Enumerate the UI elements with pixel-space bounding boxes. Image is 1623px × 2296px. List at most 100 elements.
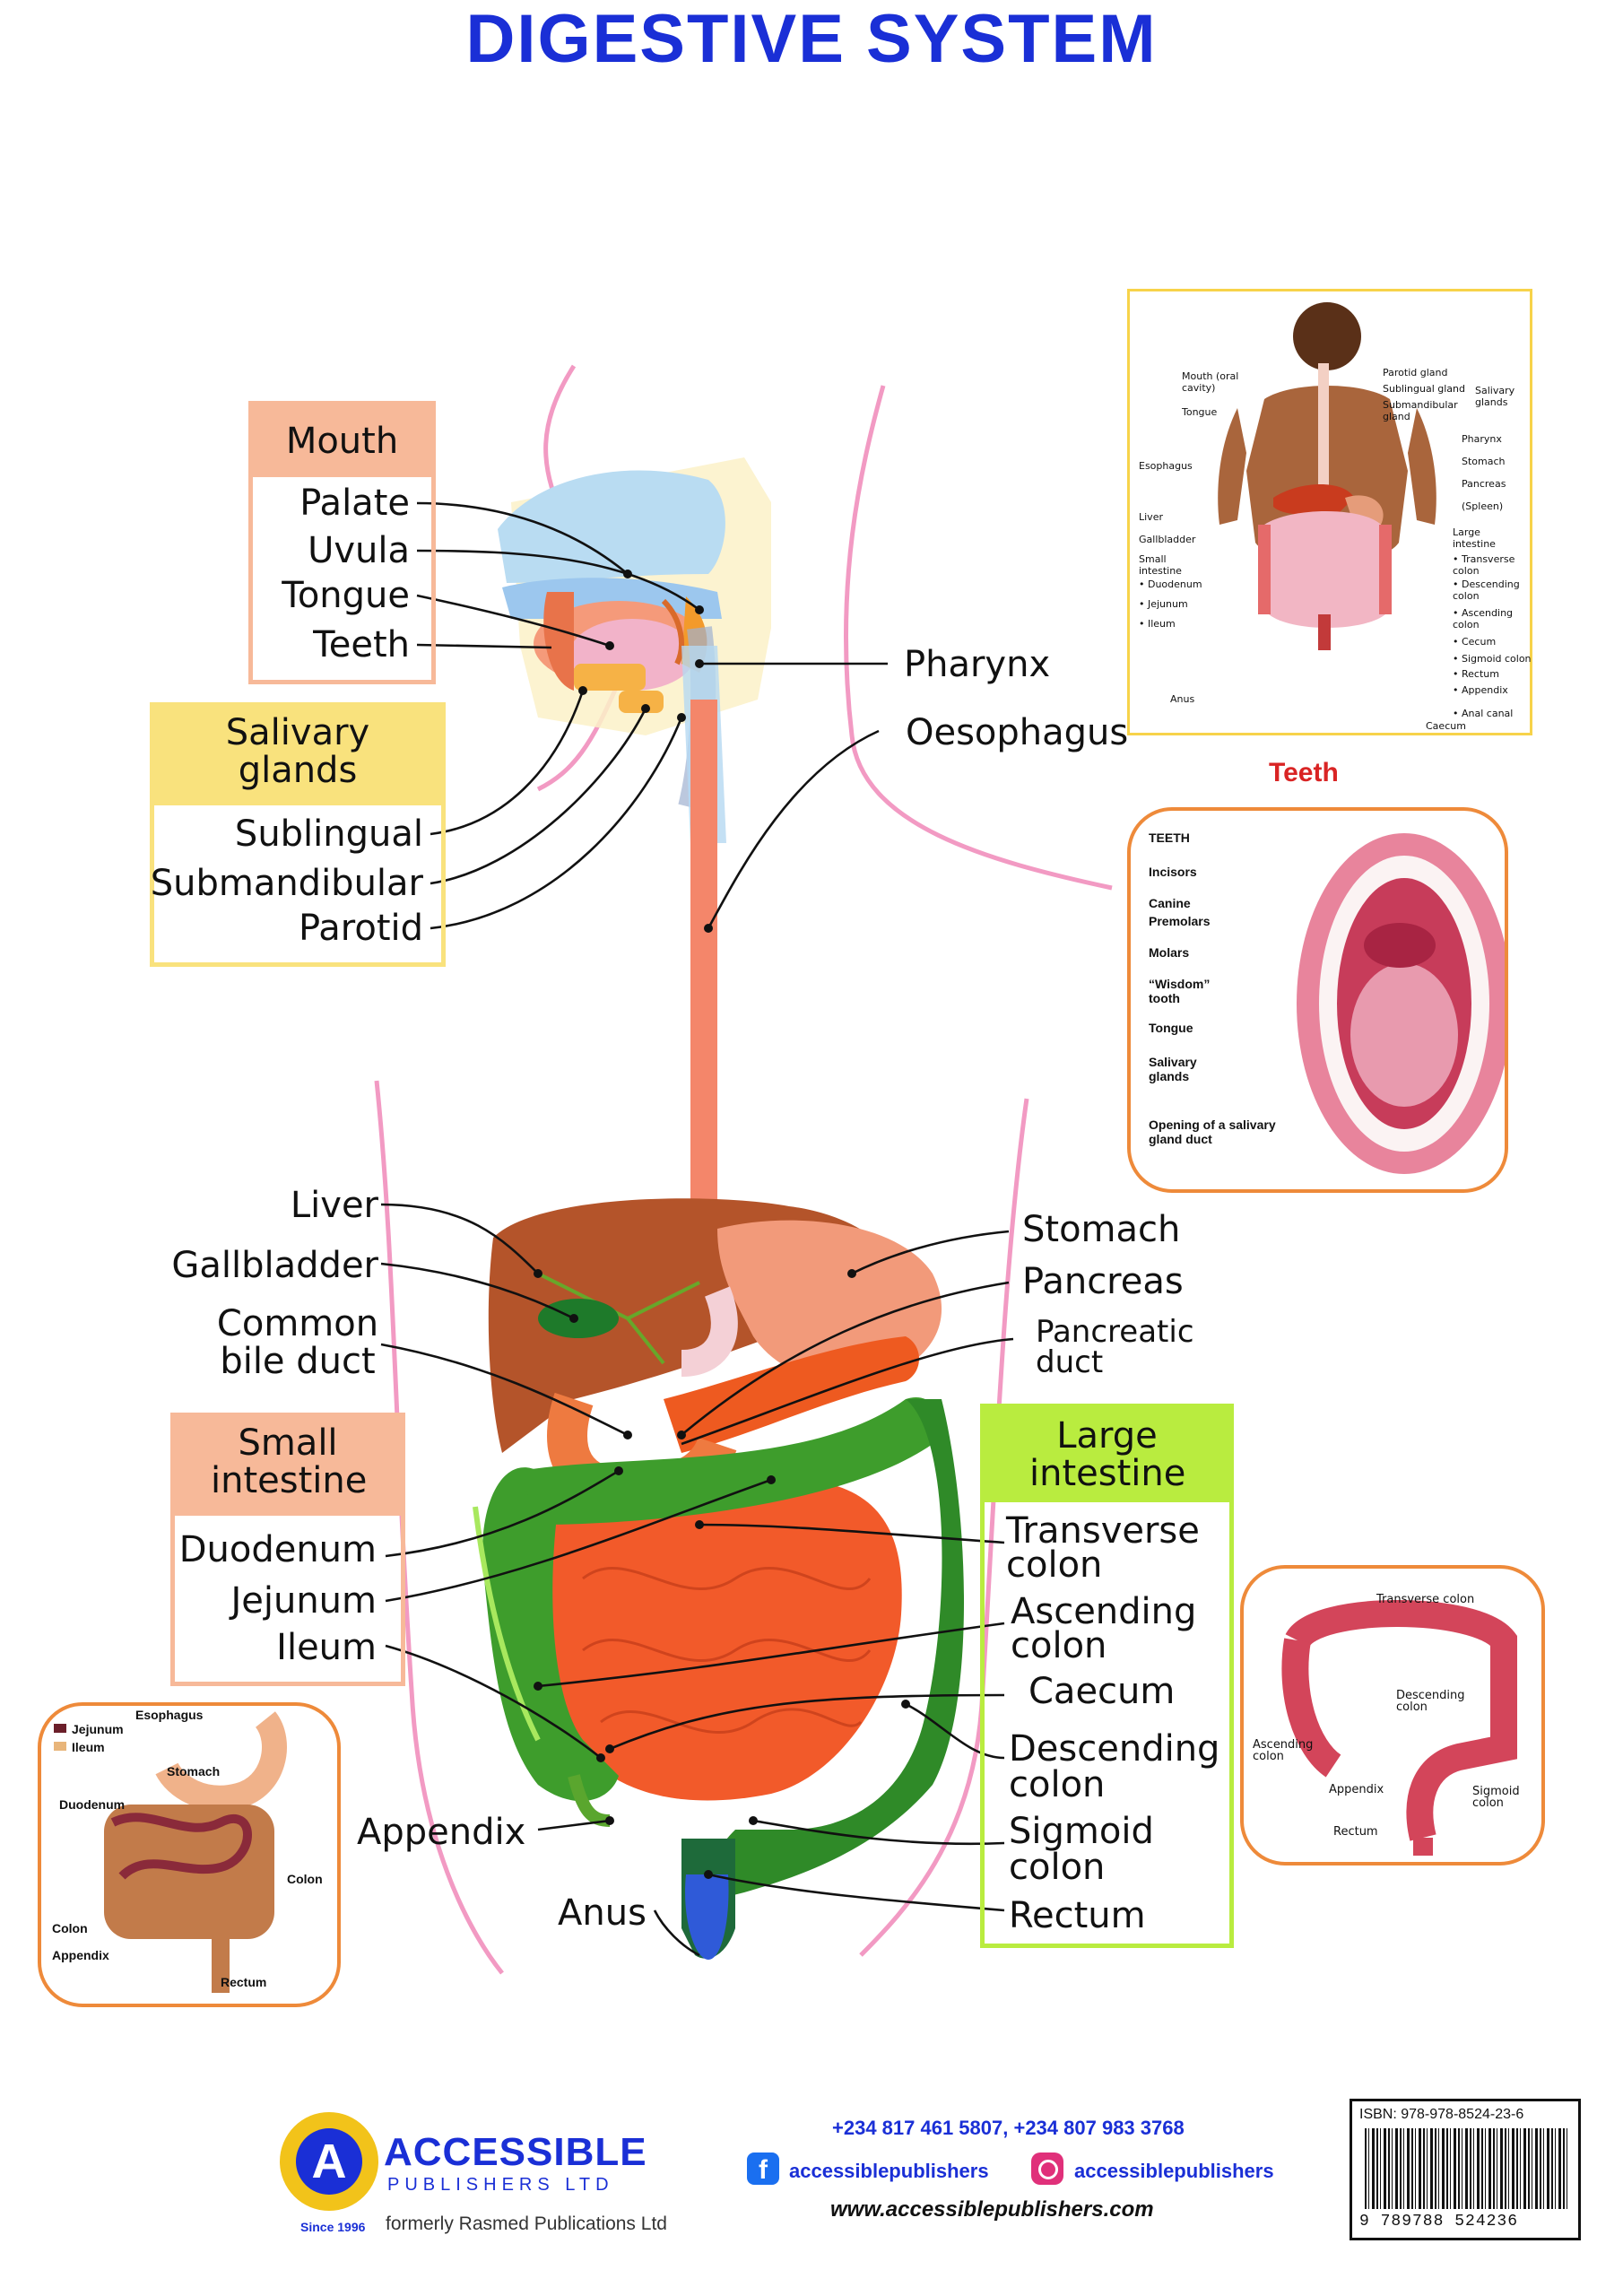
label-palate: Palate: [299, 483, 410, 524]
intestine-colon-right: Colon: [287, 1872, 323, 1886]
inset-body-esophagus: Esophagus: [1139, 460, 1193, 472]
label-pharynx: Pharynx: [904, 644, 1051, 685]
inset-body-spleen: (Spleen): [1462, 500, 1504, 512]
inset-body-tongue: Tongue: [1182, 406, 1218, 418]
small-intestine-box: Small intestine: [170, 1413, 405, 1686]
label-ascending-colon: Ascending colon: [1011, 1591, 1197, 1666]
large-intestine: [482, 1467, 619, 1802]
label-caecum: Caecum: [1028, 1671, 1176, 1712]
label-sublingual: Sublingual: [234, 813, 423, 855]
label-transverse-colon: Transverse colon: [1006, 1510, 1200, 1586]
inset-body-ascending: • Ascending colon: [1453, 607, 1514, 631]
inset-body-anus: Anus: [1170, 693, 1195, 705]
pancreas: [664, 1336, 919, 1453]
label-parotid: Parotid: [298, 908, 423, 949]
teeth-tongue: Tongue: [1149, 1021, 1193, 1035]
inset-body-panel: Mouth (oral cavity) Tongue Esophagus Liv…: [1127, 289, 1532, 735]
inset-intestine-panel: Esophagus Jejunum Ileum Stomach Duodenum…: [38, 1702, 341, 2007]
label-jejunum: Jejunum: [230, 1580, 377, 1622]
inset-body-sigmoid: • Sigmoid colon: [1453, 653, 1532, 665]
isbn-barcode: ISBN: 978-978-8524-23-6 9 789788 524236: [1350, 2099, 1581, 2240]
label-common-bile-duct: Common bile duct: [216, 1303, 379, 1382]
label-gallbladder: Gallbladder: [171, 1245, 378, 1286]
website-link[interactable]: www.accessiblepublishers.com: [830, 2197, 1154, 2222]
page-title: DIGESTIVE SYSTEM: [465, 1, 1158, 77]
inset-teeth-panel: TEETH Incisors Canine Premolars Molars “…: [1127, 807, 1508, 1193]
publisher-formerly: formerly Rasmed Publications Ltd: [386, 2213, 667, 2234]
large-intestine-heading: Large intestine: [985, 1408, 1229, 1502]
label-rectum: Rectum: [1009, 1895, 1146, 1936]
intestine-appendix: Appendix: [52, 1948, 109, 1962]
inset-body-mouth: Mouth (oral cavity): [1182, 370, 1239, 394]
body-figure: [1218, 302, 1436, 650]
teeth-canine: Canine: [1149, 896, 1191, 910]
barcode-digits: 9 789788 524236: [1359, 2213, 1519, 2231]
mouth-box: Mouth: [248, 401, 436, 684]
inset-body-large-intestine: Large intestine: [1453, 526, 1496, 550]
inset-body-pancreas: Pancreas: [1462, 478, 1506, 490]
inset-colon-panel: Transverse colon Descending colon Ascend…: [1240, 1565, 1545, 1866]
inset-body-jejunum: • Jejunum: [1139, 598, 1188, 610]
publisher-name: ACCESSIBLE: [384, 2130, 647, 2174]
label-descending-colon: Descending colon: [1009, 1728, 1220, 1805]
inset-body-transverse: • Transverse colon: [1453, 553, 1515, 577]
colon-sigmoid: Sigmoid colon: [1472, 1785, 1520, 1810]
colon-ascending: Ascending colon: [1253, 1738, 1314, 1763]
open-mouth-figure: [1297, 833, 1505, 1174]
teeth-title: Teeth: [1269, 758, 1339, 787]
inset-body-small-intestine: Small intestine: [1139, 553, 1182, 577]
inset-body-appendix: • Appendix: [1453, 684, 1508, 696]
inset-body-submandibular: Submandibular gland: [1383, 399, 1458, 422]
inset-body-sublingual: Sublingual gland: [1383, 383, 1466, 395]
label-uvula: Uvula: [308, 530, 410, 571]
inset-body-caecum: Caecum: [1426, 720, 1466, 732]
label-pancreas: Pancreas: [1022, 1261, 1184, 1302]
label-submandibular: Submandibular: [150, 863, 423, 904]
label-teeth: Teeth: [313, 624, 410, 665]
teeth-premolars: Premolars: [1149, 914, 1211, 928]
colon-rectum: Rectum: [1333, 1825, 1378, 1839]
colon-transverse: Transverse colon: [1376, 1593, 1475, 1606]
publisher-since: Since 1996: [300, 2220, 366, 2234]
intestine-jejunum: Jejunum: [72, 1722, 124, 1736]
inset-body-parotid: Parotid gland: [1383, 367, 1448, 378]
facebook-handle[interactable]: accessiblepublishers: [789, 2160, 989, 2182]
instagram-handle[interactable]: accessiblepublishers: [1074, 2160, 1274, 2182]
label-stomach: Stomach: [1022, 1209, 1181, 1250]
intestine-colon-left: Colon: [52, 1921, 88, 1935]
teeth-opening: Opening of a salivary gland duct: [1149, 1118, 1276, 1146]
inset-body-pharynx: Pharynx: [1462, 433, 1502, 445]
intestine-stomach: Stomach: [167, 1764, 221, 1779]
instagram-icon[interactable]: [1031, 2152, 1063, 2185]
head-cross-section: [498, 457, 771, 843]
intestine-esophagus: Esophagus: [135, 1708, 204, 1722]
intestine-figure: [54, 1711, 287, 1993]
mouth-box-heading: Mouth: [253, 405, 431, 477]
inset-body-liver: Liver: [1139, 511, 1163, 523]
publisher-logo: A: [280, 2112, 378, 2211]
colon-appendix: Appendix: [1329, 1783, 1384, 1796]
inset-body-ileum: • Ileum: [1139, 618, 1176, 630]
teeth-heading: TEETH: [1149, 831, 1190, 845]
label-oesophagus: Oesophagus: [906, 712, 1129, 753]
label-anus: Anus: [558, 1892, 647, 1934]
salivary-box-heading: Salivary glands: [154, 707, 441, 805]
teeth-salivary: Salivary glands: [1149, 1055, 1197, 1083]
intestine-duodenum: Duodenum: [59, 1797, 126, 1812]
inset-body-duodenum: • Duodenum: [1139, 578, 1202, 590]
inset-body-descending: • Descending colon: [1453, 578, 1520, 602]
teeth-wisdom: “Wisdom” tooth: [1149, 977, 1211, 1005]
isbn-text: ISBN: 978-978-8524-23-6: [1359, 2107, 1524, 2122]
label-liver: Liver: [290, 1185, 378, 1226]
intestine-ileum: Ileum: [72, 1740, 105, 1754]
large-intestine-box: Large intestine: [980, 1404, 1234, 1948]
leader-lines: [380, 501, 1014, 1957]
intestine-rectum: Rectum: [221, 1975, 267, 1989]
teeth-incisors: Incisors: [1149, 865, 1197, 879]
inset-body-anal-canal: • Anal canal: [1453, 708, 1514, 719]
barcode-bars: [1365, 2128, 1567, 2209]
publisher-sub: PUBLISHERS LTD: [387, 2175, 614, 2195]
facebook-icon[interactable]: f: [747, 2152, 779, 2185]
footer-phone[interactable]: +234 817 461 5807, +234 807 983 3768: [832, 2117, 1185, 2139]
